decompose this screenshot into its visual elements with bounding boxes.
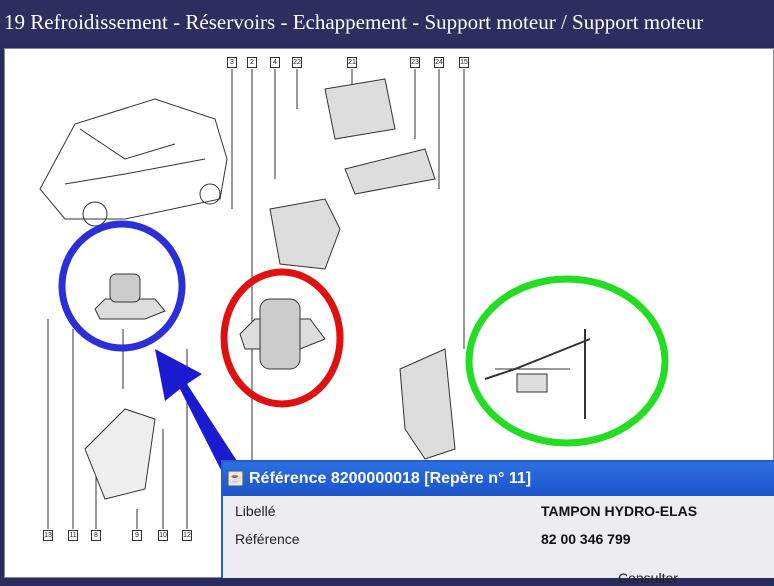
callout-label[interactable]: 9 <box>132 530 142 541</box>
callout-label[interactable]: 22 <box>292 57 302 68</box>
green-highlight-circle <box>465 275 669 447</box>
callout-label[interactable]: 24 <box>434 57 444 68</box>
callout-label[interactable]: 11 <box>68 530 78 541</box>
exploded-view-drawing <box>39 69 669 529</box>
window-title: 19 Refroidissement - Réservoirs - Echapp… <box>0 0 774 44</box>
consult-button[interactable]: Consulter <box>618 570 678 586</box>
callout-label[interactable]: 3 <box>227 57 237 68</box>
callout-label[interactable]: 8 <box>91 530 101 541</box>
reference-label: Référence <box>235 531 300 547</box>
red-highlight-circle <box>220 268 344 408</box>
callout-label[interactable]: 12 <box>182 530 192 541</box>
blue-arrow <box>155 349 237 474</box>
reference-dialog: ☕ Référence 8200000018 [Repère n° 11] Li… <box>221 460 774 586</box>
reference-value: 82 00 346 799 <box>541 531 631 547</box>
callout-label[interactable]: 15 <box>459 57 469 68</box>
callout-label[interactable]: 23 <box>410 57 420 68</box>
blue-highlight-circle <box>58 220 186 352</box>
dialog-title-bar[interactable]: ☕ Référence 8200000018 [Repère n° 11] <box>223 462 774 496</box>
callout-label[interactable]: 4 <box>270 57 280 68</box>
libelle-label: Libellé <box>235 503 276 519</box>
callout-label[interactable]: 13 <box>43 530 53 541</box>
callout-label[interactable]: 2 <box>247 57 257 68</box>
libelle-value: TAMPON HYDRO-ELAS <box>541 503 698 519</box>
callout-label[interactable]: 10 <box>158 530 168 541</box>
dialog-title: Référence 8200000018 [Repère n° 11] <box>249 470 532 487</box>
java-icon: ☕ <box>228 471 243 486</box>
callout-label[interactable]: 21 <box>347 57 357 68</box>
